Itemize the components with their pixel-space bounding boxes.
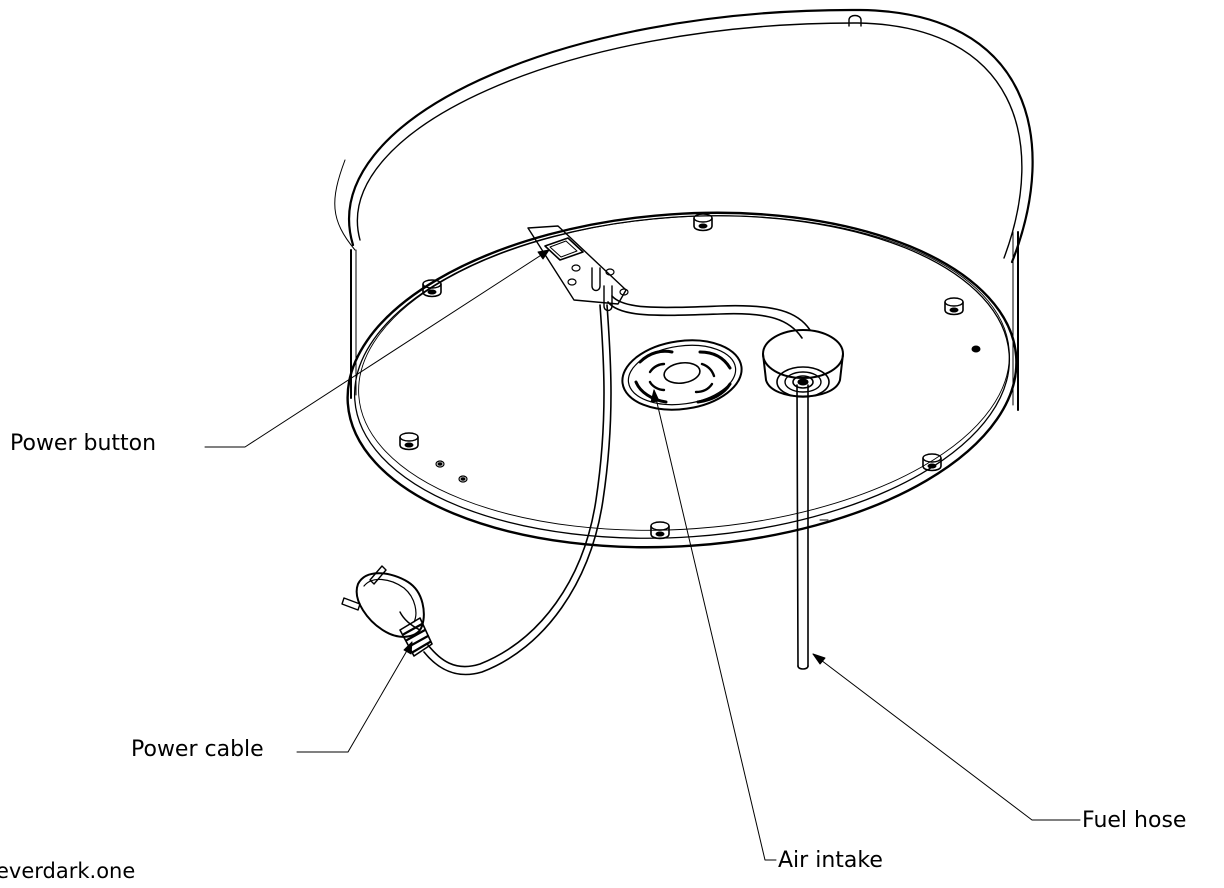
credit-text: everdark.one	[0, 859, 136, 883]
foot	[693, 213, 713, 232]
power-switch-plate	[527, 225, 629, 312]
power-plug	[341, 565, 433, 657]
foot	[650, 521, 670, 540]
callout-power-cable: Power cable	[131, 737, 264, 762]
arrow-air-intake	[650, 389, 660, 403]
air-intake-grille	[621, 339, 743, 411]
housing-top-rim	[334, 8, 1034, 264]
callout-fuel-hose: Fuel hose	[1082, 808, 1187, 833]
fuel-hose	[796, 384, 809, 670]
arrow-power-button	[537, 249, 550, 260]
foot	[922, 453, 942, 472]
base-plate	[346, 211, 1018, 549]
callout-air-intake: Air intake	[778, 848, 883, 873]
foot	[944, 297, 964, 316]
foot	[422, 279, 442, 298]
rubber-feet	[399, 213, 964, 540]
foot	[399, 432, 419, 451]
leader-air-intake	[653, 389, 777, 861]
screw-holes	[435, 345, 981, 483]
leader-power-button	[204, 249, 550, 448]
arrow-fuel-hose	[812, 653, 826, 665]
leader-fuel-hose	[812, 653, 1081, 821]
power-cable	[423, 304, 612, 676]
callout-power-button: Power button	[10, 431, 157, 456]
inner-hose	[607, 295, 811, 339]
leader-lines	[204, 249, 1081, 861]
arrow-power-cable	[403, 641, 413, 655]
fuel-grommet	[762, 329, 844, 398]
leader-power-cable	[296, 641, 413, 753]
